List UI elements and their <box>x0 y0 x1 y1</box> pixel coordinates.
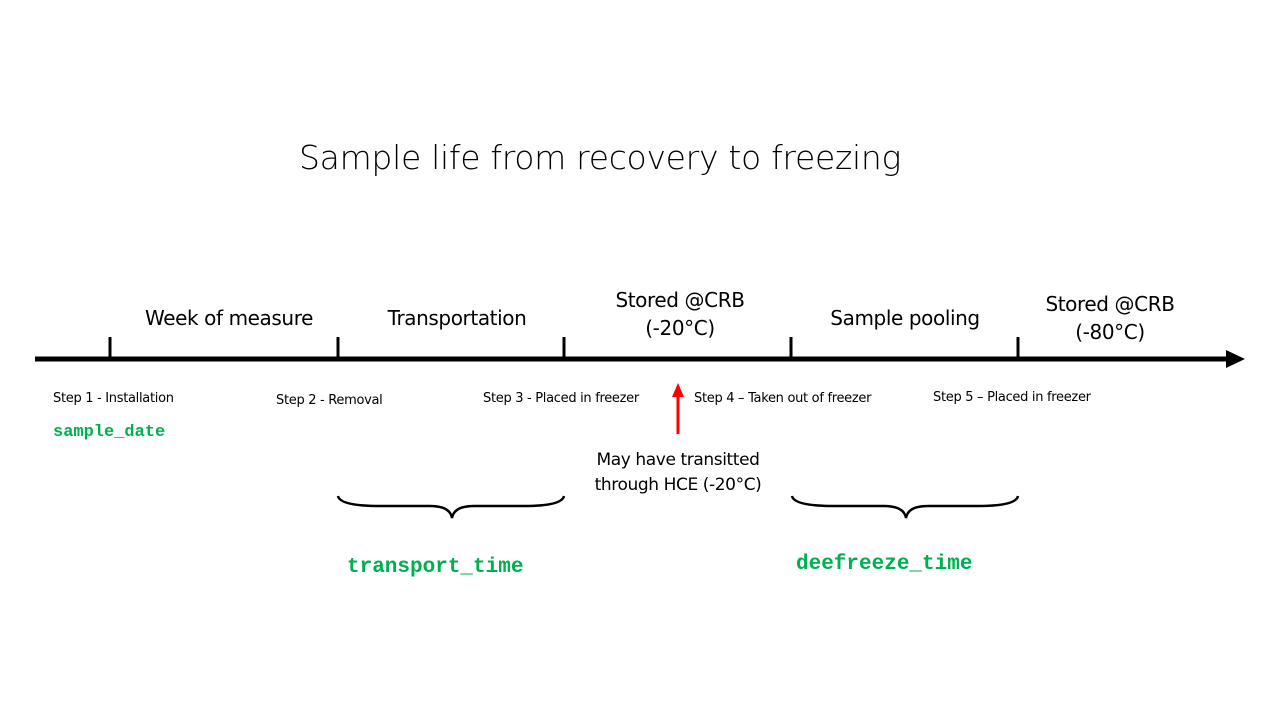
phase-stored-minus-20-line2: (-20°C) <box>645 316 715 340</box>
step-5-label: Step 5 – Placed in freezer <box>933 390 1091 405</box>
phase-week-of-measure: Week of measure <box>144 306 313 330</box>
phase-sample-pooling: Sample pooling <box>830 306 980 330</box>
step-4-label: Step 4 – Taken out of freezer <box>694 391 872 406</box>
variable-transport-time: transport_time <box>347 556 524 579</box>
phase-stored-minus-20: Stored @CRB (-20°C) <box>564 286 796 342</box>
variable-sample-date: sample_date <box>53 423 166 442</box>
phase-stored-minus-80-line2: (-80°C) <box>1075 320 1145 344</box>
phase-stored-minus-20-line1: Stored @CRB <box>615 288 745 312</box>
phase-stored-minus-80: Stored @CRB (-80°C) <box>1018 290 1202 346</box>
hce-note-line1: May have transitted <box>596 450 760 470</box>
diagram-title: Sample life from recovery to freezing <box>299 138 901 177</box>
hce-transit-note: May have transitted through HCE (-20°C) <box>568 448 788 498</box>
phase-transportation: Transportation <box>387 306 527 330</box>
hce-note-line2: through HCE (-20°C) <box>594 475 762 495</box>
step-2-label: Step 2 - Removal <box>276 393 383 408</box>
timeline-arrowhead <box>1226 350 1245 368</box>
brace-defreeze <box>790 495 1020 519</box>
variable-deefreeze-time: deefreeze_time <box>796 553 973 576</box>
step-1-label: Step 1 - Installation <box>53 391 174 406</box>
phase-stored-minus-80-line1: Stored @CRB <box>1045 292 1175 316</box>
brace-transport <box>336 495 566 519</box>
step-3-label: Step 3 - Placed in freezer <box>483 391 639 406</box>
hce-arrow-head <box>672 383 684 397</box>
